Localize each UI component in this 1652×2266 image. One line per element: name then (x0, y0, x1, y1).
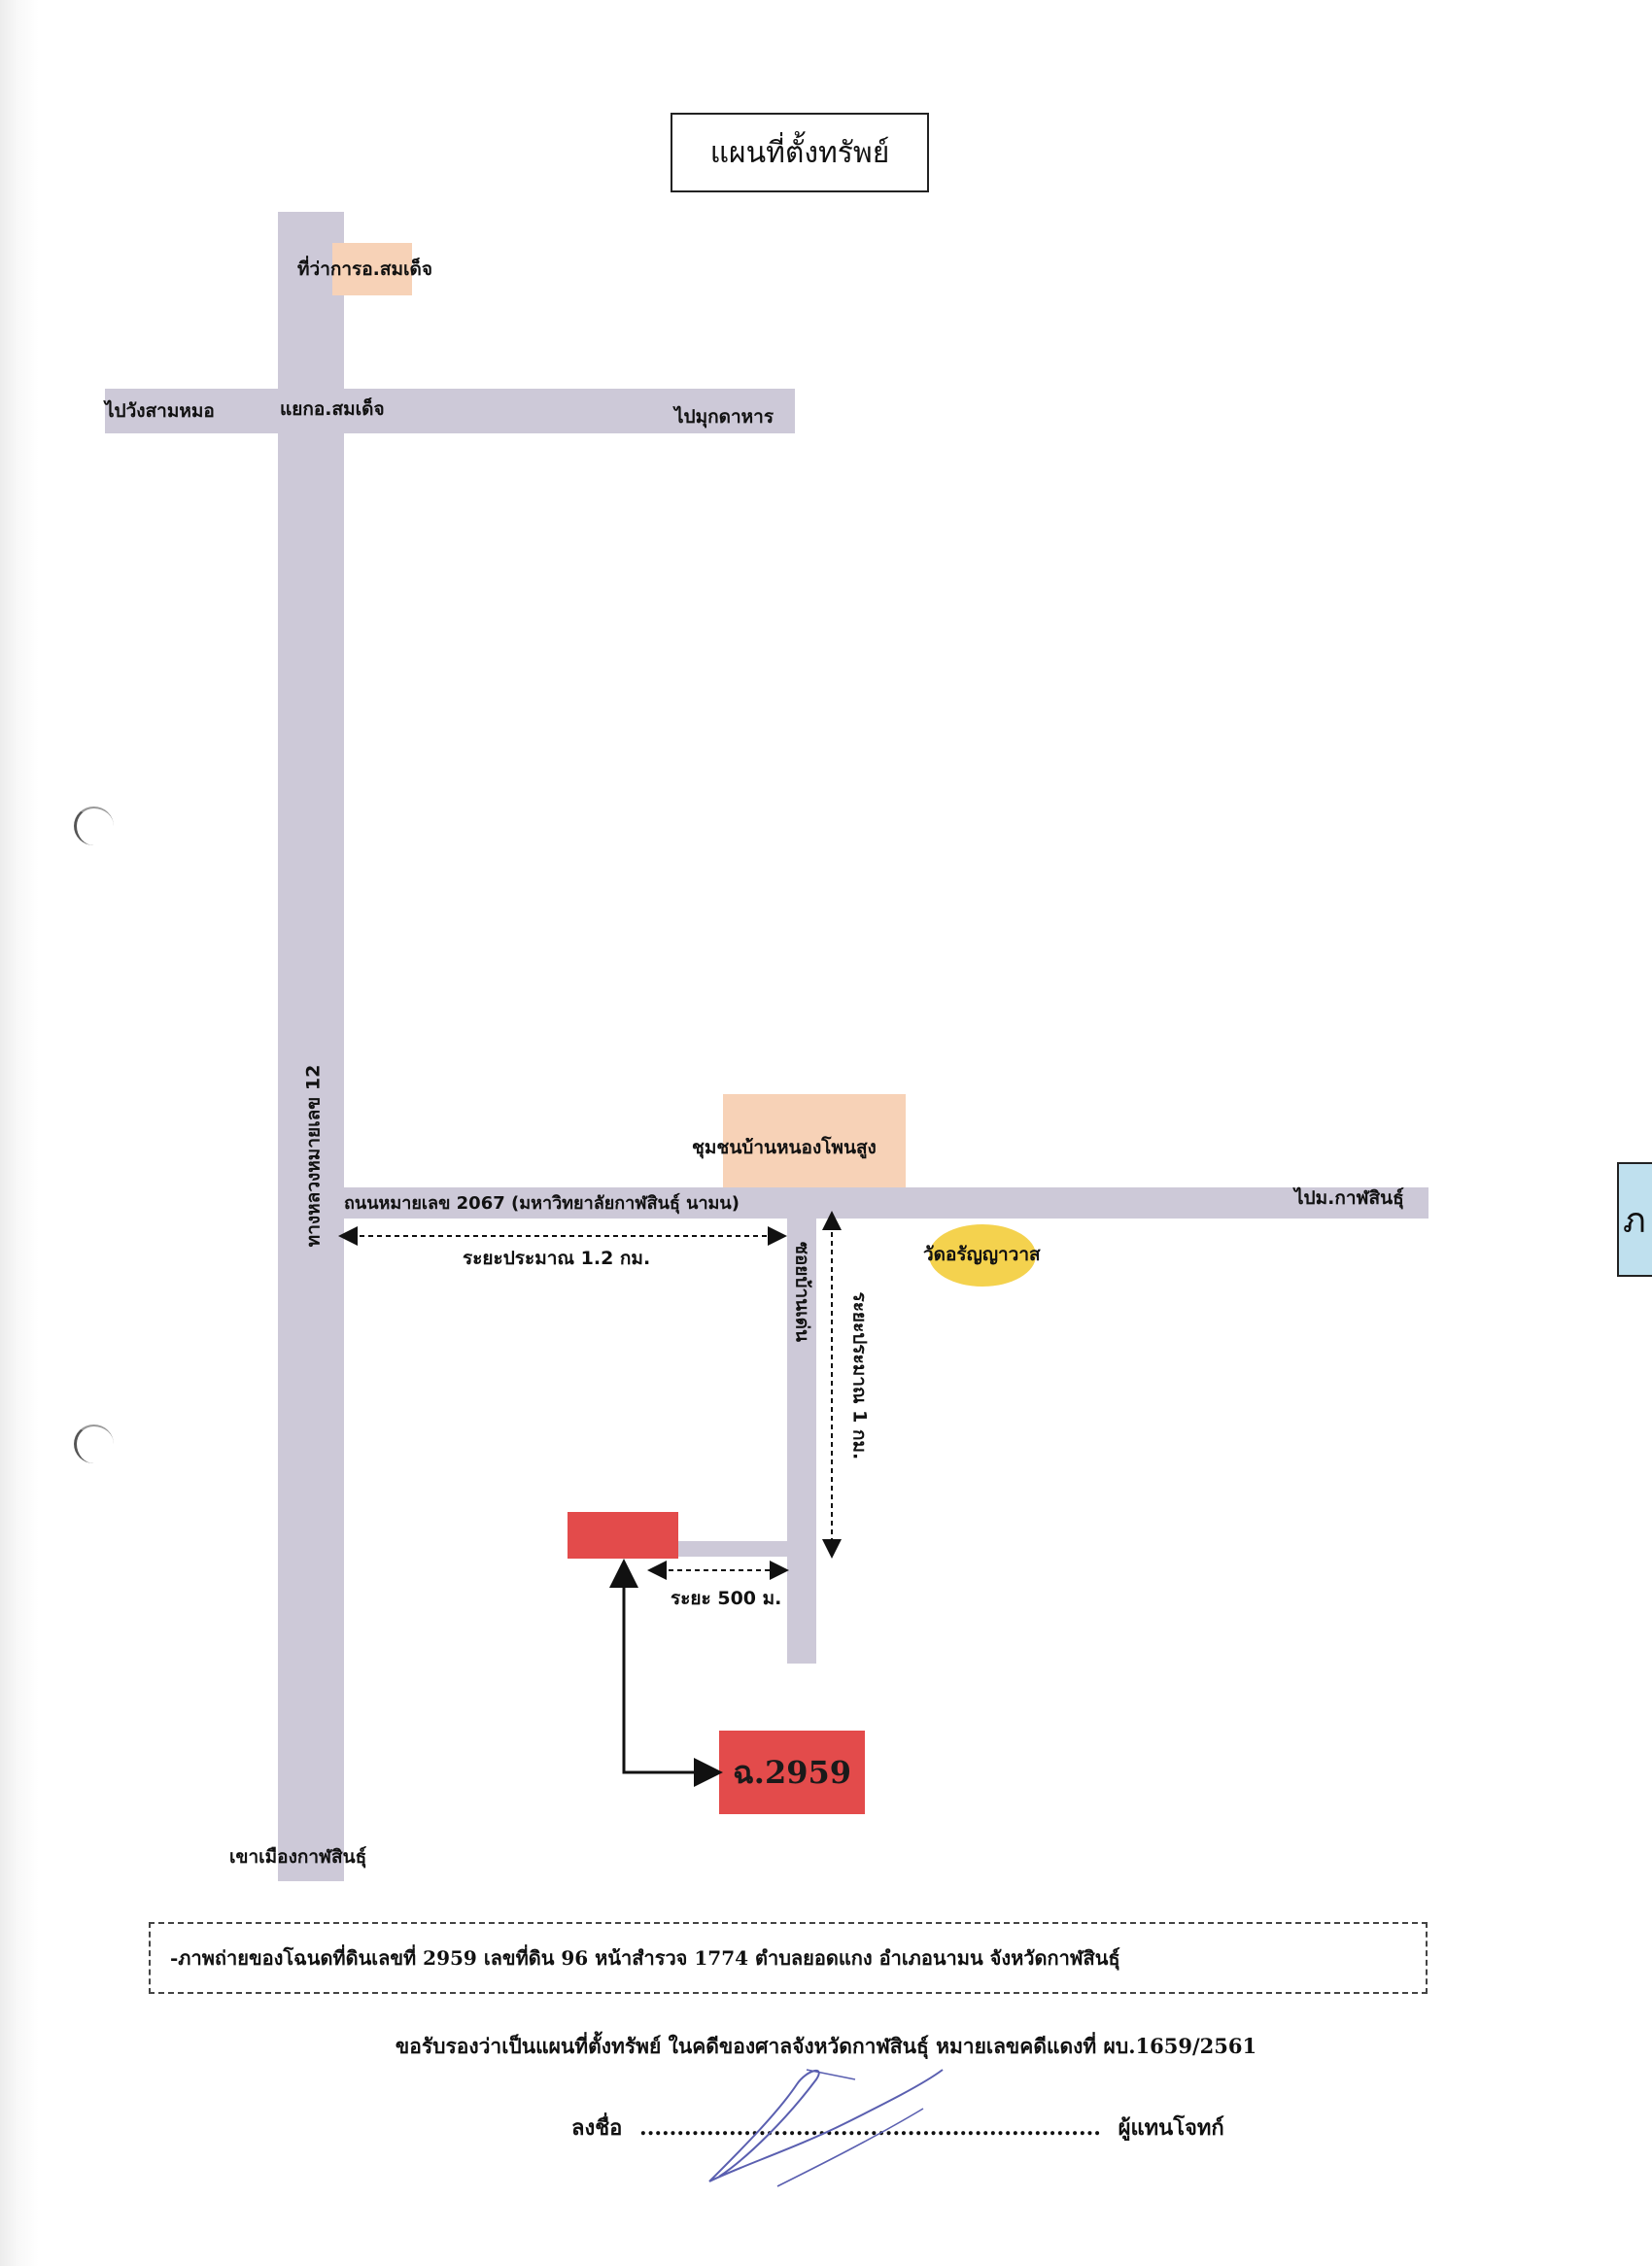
handwritten-signature (708, 2069, 944, 2187)
signature-line: ลงชื่อ .................................… (571, 2111, 1224, 2145)
map-title: แผนที่ตั้งทรัพย์ (671, 113, 929, 192)
temple-label: วัดอรัญญาวาส (923, 1244, 1041, 1265)
top-cross-road (105, 389, 795, 433)
distance-1-2km-label: ระยะประมาณ 1.2 กม. (463, 1248, 651, 1269)
deed-note-box: -ภาพถ่ายของโฉนดที่ดินเลขที่ 2959 เลขที่ด… (149, 1922, 1428, 1994)
community-label: ชุมชนบ้านหนองโพนสูง (692, 1137, 877, 1158)
to-wang-sam-mo-label: ไปวังสามหมอ (105, 400, 215, 422)
deed-note-text: -ภาพถ่ายของโฉนดที่ดินเลขที่ 2959 เลขที่ด… (170, 1946, 1120, 1970)
sign-label: ลงชื่อ (571, 2115, 623, 2141)
deed-pointer-arrow (609, 1559, 719, 1774)
road-2067 (344, 1187, 1428, 1219)
punch-hole-bottom (74, 1425, 114, 1463)
side-index-tab: ภ (1617, 1162, 1652, 1277)
distance-500m-label: ระยะ 500 ม. (671, 1588, 782, 1609)
local-road (787, 1219, 816, 1664)
district-office-label: ที่ว่าการอ.สมเด็จ (297, 258, 432, 280)
junction-label: แยกอ.สมเด็จ (280, 398, 385, 420)
sign-dots: ........................................… (639, 2115, 1101, 2141)
deed-number-badge: ฉ.2959 (719, 1731, 865, 1814)
temple-marker (929, 1224, 1036, 1287)
highway-12-road (278, 212, 344, 1881)
property-location-marker (568, 1512, 678, 1559)
to-kalasin-city-label: เขาเมืองกาฬสินธุ์ (229, 1846, 367, 1868)
district-office-marker (332, 243, 412, 295)
to-kalasin-province-label: ไปม.กาฬสินธุ์ (1294, 1187, 1404, 1209)
punch-hole-top (74, 807, 114, 845)
certification-text: ขอรับรองว่าเป็นแผนที่ตั้งทรัพย์ ในคดีของ… (395, 2034, 1257, 2058)
property-access-road (678, 1541, 787, 1557)
sign-role: ผู้แทนโจทก์ (1118, 2115, 1224, 2141)
community-marker (723, 1094, 906, 1187)
road-2067-label: ถนนหมายเลข 2067 (มหาวิทยาลัยกาฬสินธุ์ นา… (344, 1193, 740, 1214)
to-mukdahan-label: ไปมุกดาหาร (674, 406, 774, 428)
